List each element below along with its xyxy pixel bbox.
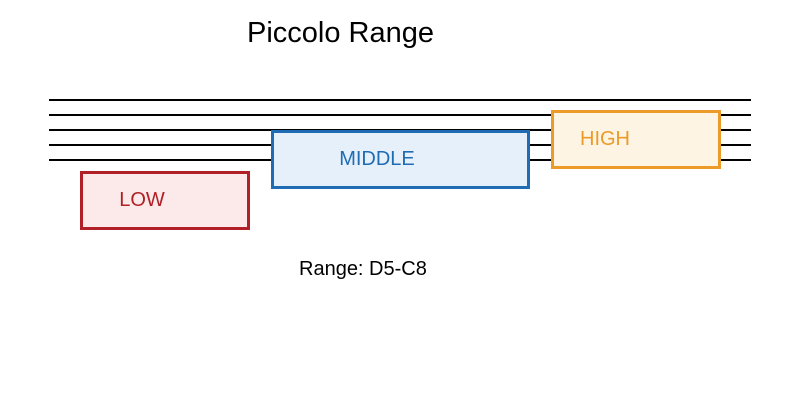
staff-line-2 — [49, 114, 751, 116]
range-segment-middle: MIDDLE — [271, 130, 530, 189]
diagram-title: Piccolo Range — [247, 17, 434, 49]
range-segment-high-label: HIGH — [580, 128, 630, 150]
range-segment-low: LOW — [80, 171, 250, 230]
range-caption: Range: D5-C8 — [299, 258, 427, 280]
staff-line-1 — [49, 99, 751, 101]
range-segment-low-label: LOW — [119, 189, 165, 211]
range-segment-high: HIGH — [551, 110, 721, 169]
range-segment-middle-label: MIDDLE — [339, 148, 415, 170]
